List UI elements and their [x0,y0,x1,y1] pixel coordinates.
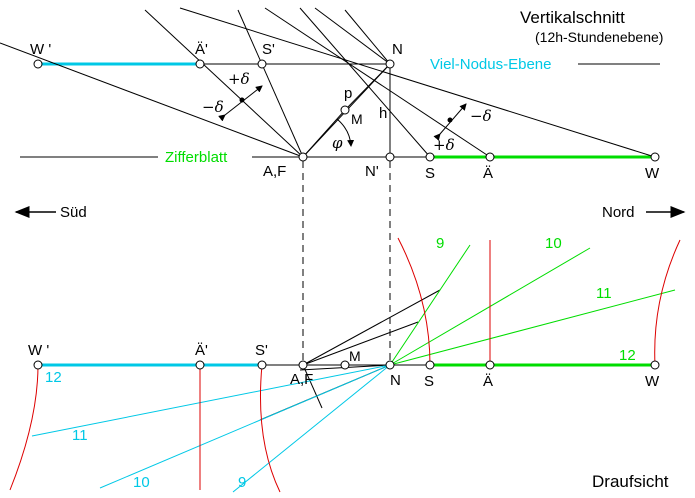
point-w [650,152,660,162]
hour-line-11-cyan [31,364,391,437]
north-label: Nord [602,204,635,221]
label-af: A,F [263,163,286,180]
tv-point-s [425,360,435,370]
diagram-title: Vertikalschnitt [520,8,625,27]
tv-label-s: S [424,373,434,390]
tv-label-s-prime: S' [255,342,268,359]
hour-line-10-cyan [99,364,391,489]
hour-line-9-green [389,244,471,366]
label-minus-delta-right: −δ [470,107,492,125]
perp-p-upper [344,63,391,111]
point-ae [485,152,495,162]
label-w: W [645,165,660,182]
point-n [385,59,395,69]
ray-n-w [179,7,656,158]
vertical-section [0,7,660,162]
fan-af-2 [302,321,419,366]
point-w-prime [33,59,43,69]
delta-dot-left [239,97,245,103]
ray-n-s [299,7,431,158]
viel-nodus-label: Viel-Nodus-Ebene [430,56,551,73]
delta-arrow-right [433,103,467,141]
delta-dot-right [447,117,453,123]
ray-n-ae [264,7,491,158]
tv-label-w-prime: W ' [28,342,49,359]
tv-point-n [385,360,395,370]
hour-line-9-cyan [232,364,391,493]
red-curve-w [654,239,681,366]
label-m: M [351,111,363,127]
zifferblatt-label: Zifferblatt [165,149,228,166]
tv-point-w [650,360,660,370]
diagram-subtitle: (12h-Stundenebene) [535,29,663,45]
tv-label-w: W [645,373,660,390]
point-af [298,152,308,162]
ray-n-extra [314,7,391,65]
point-s [425,152,435,162]
tv-label-af: A,F [290,371,313,388]
tv-label-ae: Ä [483,373,493,390]
top-view [9,237,681,493]
tv-point-ae-prime [195,360,205,370]
ray-w-prime [0,42,304,158]
tv-label-m: M [349,348,361,364]
hour-label-11-green: 11 [596,285,612,302]
label-s: S [425,165,435,182]
phi-angle-arc [336,118,355,147]
top-view-title: Draufsicht [592,472,669,491]
label-phi: φ [332,134,343,152]
label-s-prime: S' [262,41,275,58]
point-ae-prime [195,59,205,69]
hour-label-10-green: 10 [545,235,562,252]
label-plus-delta-left: +δ [228,70,250,88]
hour-label-9-green: 9 [436,235,444,252]
tv-label-n: N [390,372,401,389]
point-s-prime [257,59,267,69]
label-plus-delta-right: +δ [433,136,455,154]
hour-line-11-green [389,289,676,366]
label-minus-delta-left: −δ [202,98,224,116]
ray-s-prime [237,9,304,158]
hour-label-10-cyan: 10 [133,474,150,491]
red-curve-w-prime [9,364,39,491]
ray-n-top [344,9,391,65]
tv-label-ae-prime: Ä' [195,342,208,359]
tv-point-w-prime [33,360,43,370]
fan-af-1 [302,289,441,366]
point-m [340,105,350,115]
red-curve-s-prime [260,364,281,493]
point-n-prime [385,152,395,162]
label-n-prime: N' [365,163,379,180]
hour-label-11-cyan: 11 [72,427,88,444]
south-label: Süd [60,204,87,221]
red-curve-s [397,237,431,366]
tv-point-af [298,360,308,370]
hour-label-12-green: 12 [619,347,636,364]
hour-label-9-cyan: 9 [238,474,246,491]
label-p: p [344,85,352,102]
label-ae-prime: Ä' [195,41,208,58]
ray-ae-prime [144,9,304,158]
hour-label-12-cyan: 12 [45,369,62,386]
tv-point-m [340,360,350,370]
fan-af-4 [302,364,323,409]
label-w-prime: W ' [30,41,51,58]
label-h: h [379,105,387,122]
tv-point-ae [485,360,495,370]
tv-point-s-prime [257,360,267,370]
label-n: N [392,41,403,58]
perp-p [302,109,346,158]
label-ae: Ä [483,165,493,182]
